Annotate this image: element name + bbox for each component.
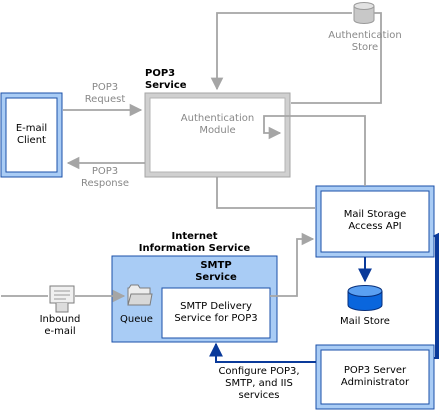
pop3-request-label: POP3 Request	[84, 82, 126, 105]
pop3-admin-label: POP3 Server Administrator	[340, 365, 410, 388]
iis-label: Internet Information Service	[138, 231, 251, 254]
pop3-response-label: POP3 Response	[80, 166, 130, 189]
configure-services-label: Configure POP3, SMTP, and IIS services	[218, 366, 300, 401]
smtp-delivery-service-label: SMTP Delivery Service for POP3	[174, 301, 258, 324]
email-client-label: E-mail Client	[15, 123, 48, 146]
mail-storage-api-label: Mail Storage Access API	[343, 209, 407, 232]
pop3-admin-box	[315, 344, 435, 410]
mail-storage-api-box	[315, 185, 435, 258]
queue-label: Queue	[120, 314, 153, 325]
authentication-store-label: Authentication Store	[328, 30, 402, 53]
pop3-service-box	[144, 92, 291, 178]
authentication-module-label: Authentication Module	[180, 113, 255, 136]
mail-store-label: Mail Store	[340, 316, 390, 327]
database-icon	[347, 285, 383, 311]
database-icon	[353, 2, 375, 24]
envelope-icon	[49, 285, 75, 313]
admin-to-storage-connector	[432, 229, 439, 359]
inbound-email-label: Inbound e-mail	[39, 314, 81, 337]
queue-folder-icon	[127, 284, 153, 306]
gray-connectors	[1, 12, 382, 303]
pop3-service-label: POP3 Service	[145, 68, 187, 91]
email-client-box	[0, 92, 63, 178]
smtp-service-label: SMTP Service	[195, 260, 237, 283]
